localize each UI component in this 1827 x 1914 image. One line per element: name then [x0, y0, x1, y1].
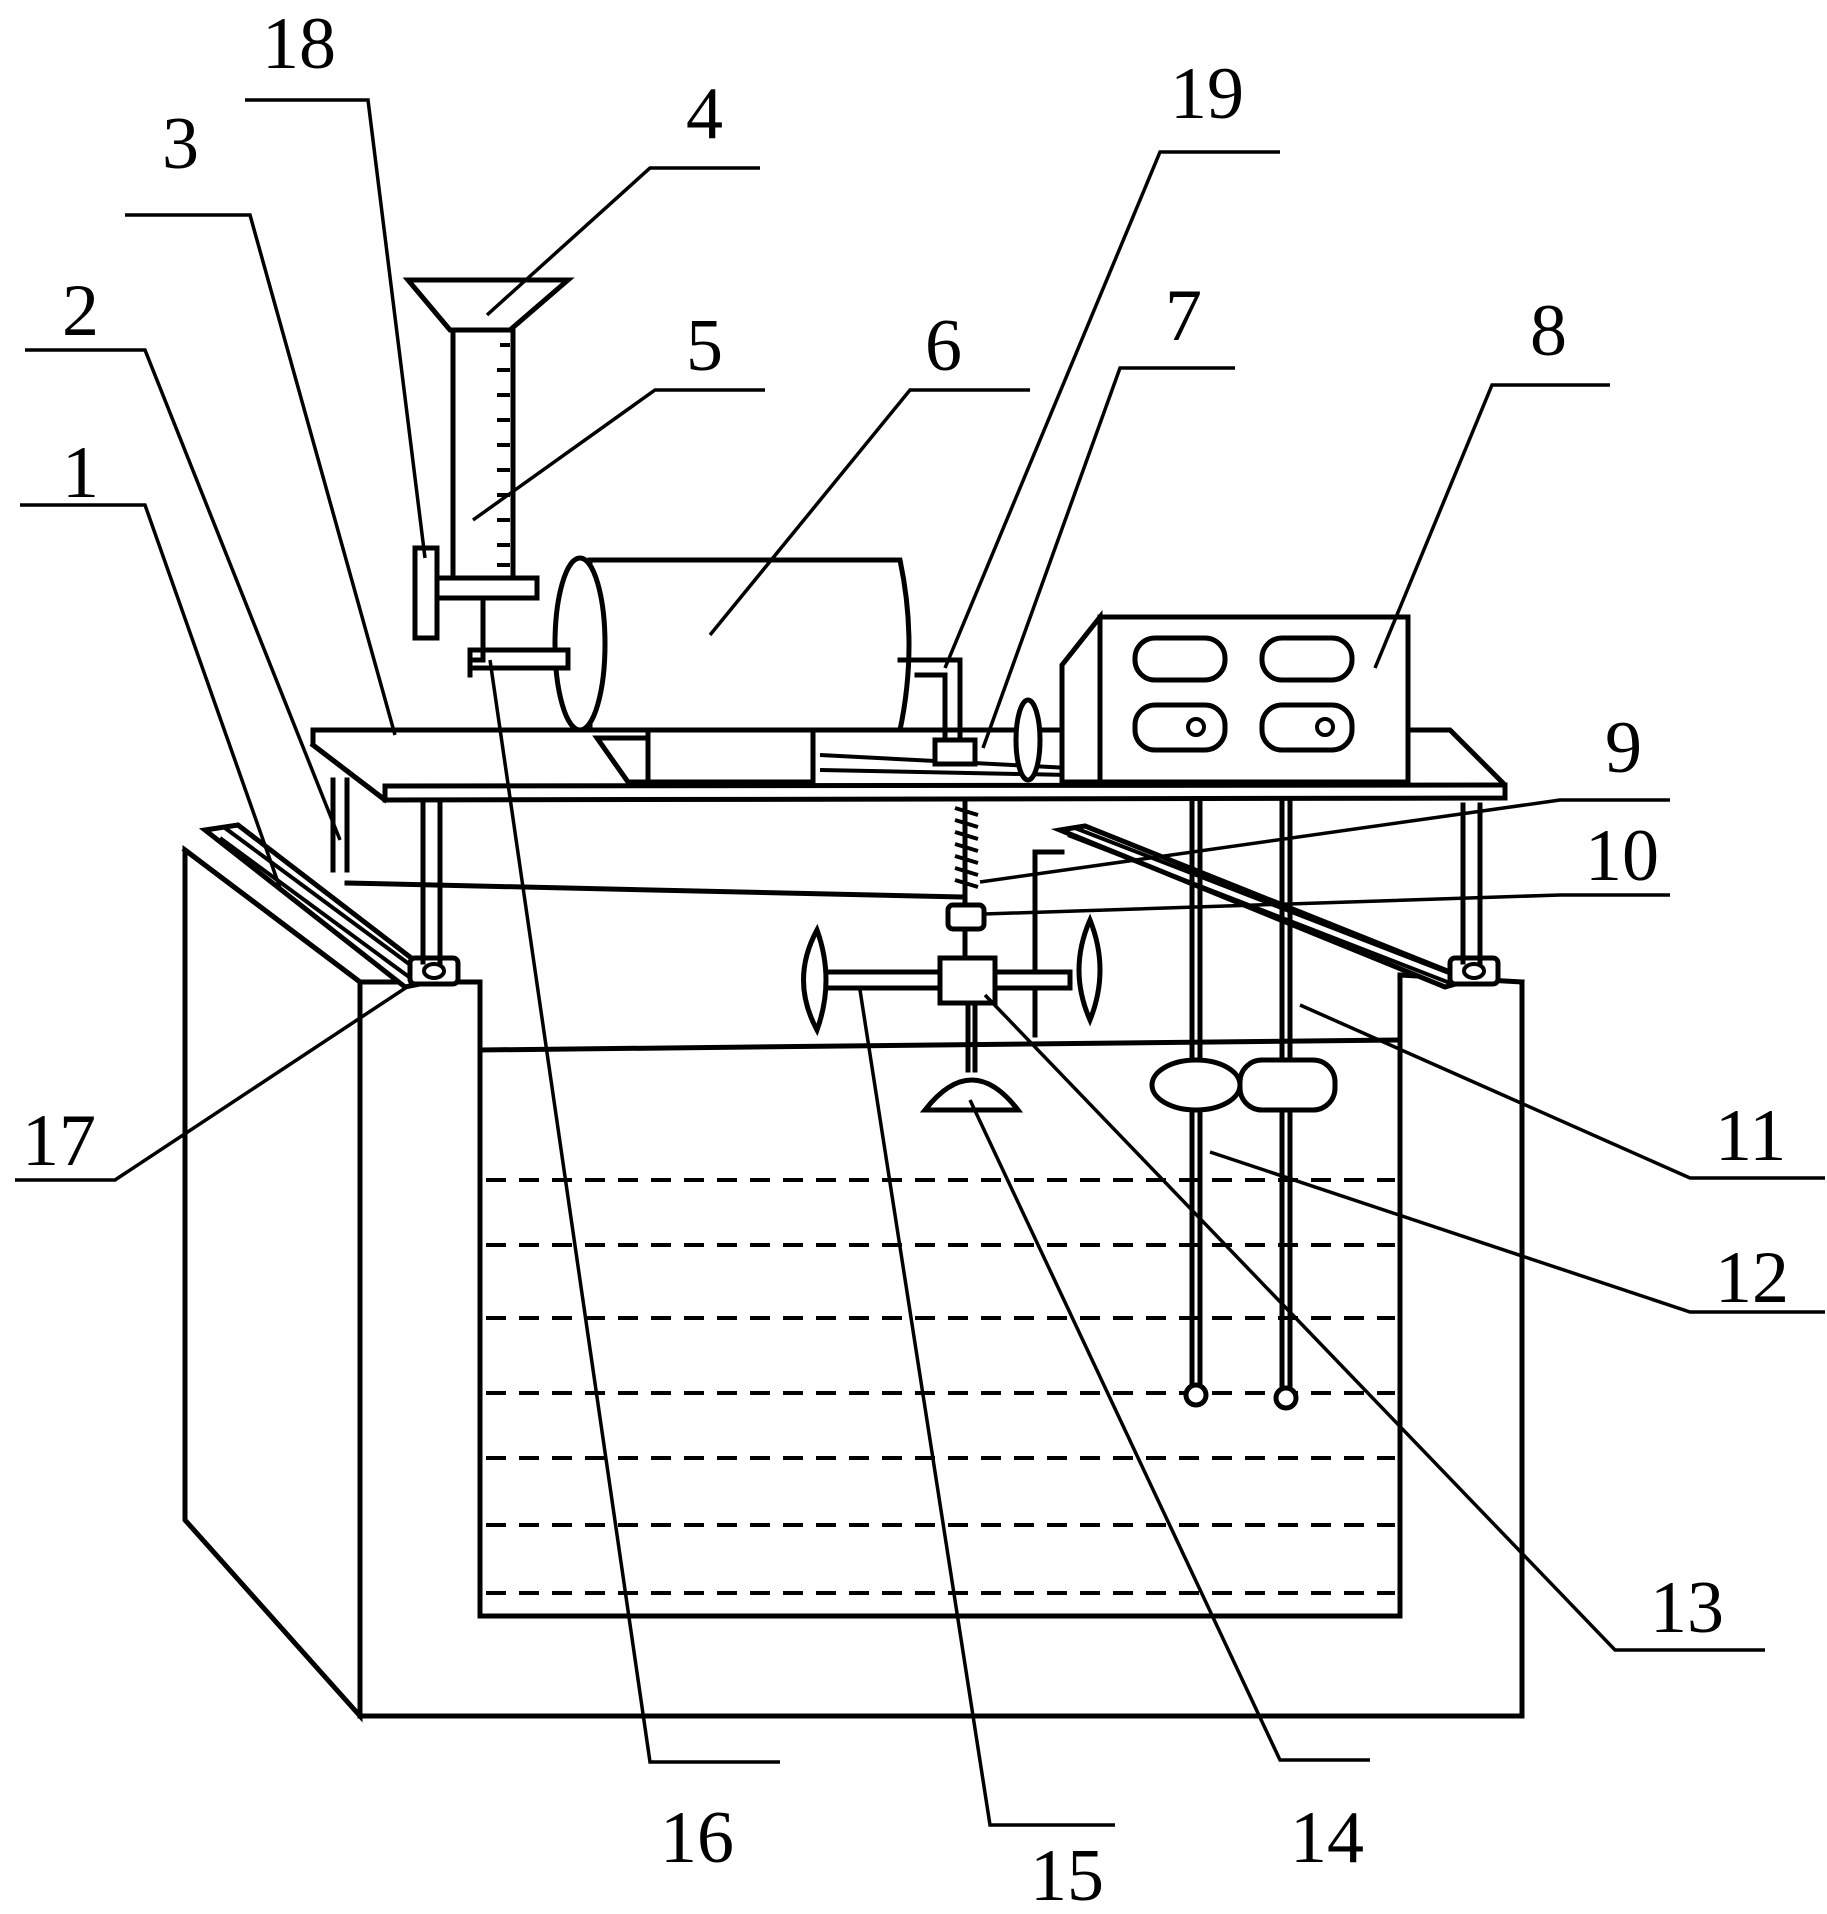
water-surface-line: [477, 1037, 1403, 1053]
valve-handle: [412, 545, 540, 641]
leader-1: [20, 503, 282, 889]
leader-12: [1209, 1150, 1825, 1314]
callout-11: 11: [1715, 1095, 1786, 1177]
knob-left: [1132, 702, 1228, 753]
stirrer-arms: [801, 913, 1103, 1037]
callout-2: 2: [62, 270, 99, 352]
discharge-pipe: [467, 595, 486, 678]
callout-4: 4: [686, 73, 723, 155]
leader-16: [488, 659, 780, 1764]
motor-mount: [645, 727, 816, 785]
leader-11: [1299, 1003, 1825, 1180]
callout-19: 19: [1170, 53, 1244, 135]
leader-13: [983, 993, 1765, 1652]
control-box: [1059, 609, 1411, 785]
feed-hopper: [402, 277, 575, 333]
rail-roller-right: [1447, 955, 1501, 987]
leader-9: [979, 798, 1670, 884]
callout-7: 7: [1165, 275, 1202, 357]
leader-18: [245, 98, 427, 559]
probe-right: [1237, 797, 1338, 1411]
stirrer-paddle: [919, 1000, 1024, 1113]
leader-5: [471, 388, 765, 522]
leader-4: [485, 166, 760, 317]
coupling: [932, 697, 1043, 783]
callout-14: 14: [1290, 1797, 1364, 1879]
leader-2: [25, 348, 342, 841]
callout-6: 6: [925, 305, 962, 387]
leader-3: [125, 213, 397, 736]
display-right: [1259, 635, 1355, 683]
carriage-crossbar: [344, 880, 963, 900]
callout-8: 8: [1530, 290, 1567, 372]
leader-6: [708, 388, 1030, 637]
rail-roller-left: [407, 955, 461, 987]
knob-right: [1259, 702, 1355, 753]
water-layers: [486, 1178, 1395, 1595]
spring: [954, 797, 979, 908]
callout-1: 1: [62, 432, 99, 514]
leader-17: [15, 983, 411, 1182]
carriage-legs: [330, 777, 1483, 965]
callout-15: 15: [1030, 1835, 1104, 1914]
leader-10: [983, 893, 1670, 916]
callout-12: 12: [1715, 1237, 1789, 1319]
callout-10: 10: [1585, 815, 1659, 897]
leader-8: [1373, 383, 1610, 669]
callout-5: 5: [686, 305, 723, 387]
callouts: 1 2 3 18 4 5 6 19 7 8 9 10 11: [15, 3, 1825, 1914]
tank-left-side-face: [182, 844, 363, 1723]
motor: [467, 555, 1071, 785]
display-left: [1132, 635, 1228, 683]
graduated-cylinder: [450, 327, 516, 583]
leader-15: [858, 989, 1115, 1827]
callout-9: 9: [1605, 707, 1642, 789]
water-tank: [181, 844, 1525, 1723]
callout-17: 17: [22, 1100, 96, 1182]
callout-18: 18: [262, 3, 336, 85]
leader-19: [943, 150, 1280, 669]
callout-16: 16: [660, 1797, 734, 1879]
right-guide-rail: [1050, 823, 1478, 990]
left-guide-rail: [198, 822, 446, 990]
spring-collar: [945, 902, 987, 932]
callout-3: 3: [162, 103, 199, 185]
leader-14: [968, 1099, 1370, 1762]
callout-13: 13: [1650, 1567, 1724, 1649]
leader-7: [981, 366, 1235, 749]
